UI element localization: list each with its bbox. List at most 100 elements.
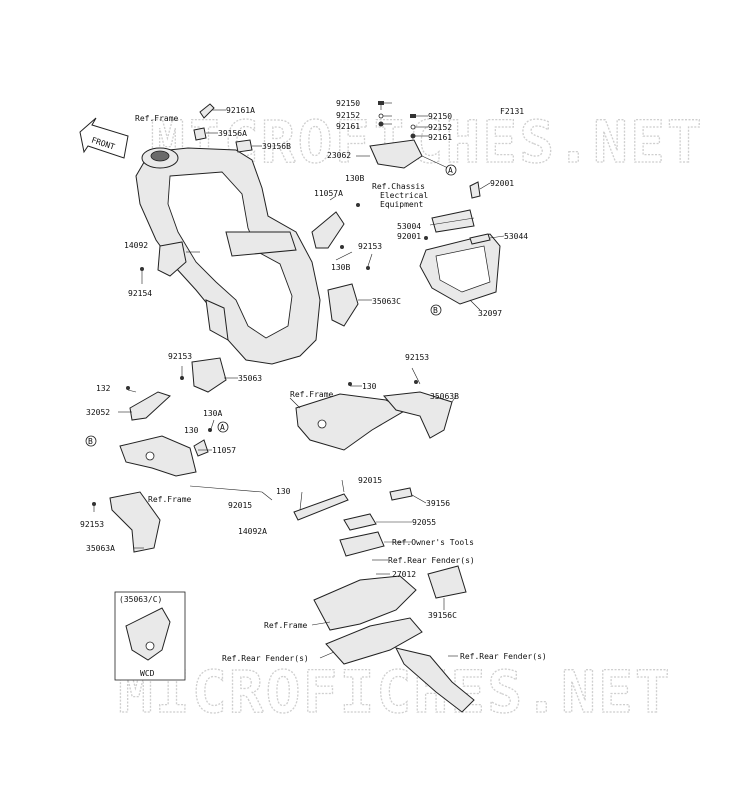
- svg-text:B: B: [433, 306, 438, 315]
- label-53004: 53004: [397, 222, 421, 231]
- label-92161-left: 92161: [336, 122, 360, 131]
- label-92153-upper: 92153: [358, 242, 382, 251]
- part-53004: [431, 209, 475, 233]
- label-92161-right: 92161: [428, 133, 452, 142]
- part-11057: [193, 439, 209, 457]
- bolt-92001-lower: [424, 236, 428, 240]
- label-92150-left: 92150: [336, 99, 360, 108]
- label-ref-frame-bottom: Ref.Frame: [264, 621, 308, 630]
- label-35063C: 35063C: [372, 297, 401, 306]
- label-92015-left: 92015: [228, 501, 252, 510]
- callout-B-upper: B: [430, 304, 442, 316]
- label-92161A: 92161A: [226, 106, 255, 115]
- part-14092A: [293, 493, 349, 521]
- part-92161A: [199, 103, 215, 119]
- part-39156C: [427, 565, 467, 599]
- label-32052: 32052: [86, 408, 110, 417]
- label-39156B: 39156B: [262, 142, 291, 151]
- label-130-center: 130: [276, 487, 291, 496]
- label-92152-left: 92152: [336, 111, 360, 120]
- label-35063B: 35063B: [430, 392, 459, 401]
- label-32097: 32097: [478, 309, 502, 318]
- label-92153-right: 92153: [405, 353, 429, 362]
- label-92154: 92154: [128, 289, 152, 298]
- bolt-132: [126, 386, 130, 390]
- bolt-130B-upper: [356, 203, 360, 207]
- label-130A: 130A: [203, 409, 222, 418]
- label-ref-frame-right: Ref.Frame: [290, 390, 334, 399]
- label-92015-right: 92015: [358, 476, 382, 485]
- inset-header: (35063/C): [119, 595, 162, 604]
- label-11057: 11057: [212, 446, 236, 455]
- part-35063: [191, 357, 227, 393]
- inset-caption: WCD: [140, 669, 155, 678]
- label-ref-chassis-3: Equipment: [380, 200, 424, 209]
- label-35063A: 35063A: [86, 544, 115, 553]
- bolt-92153-left: [92, 502, 96, 506]
- label-92001-lower: 92001: [397, 232, 421, 241]
- leader-lines: [93, 102, 505, 659]
- bolt-130B-lower: [340, 245, 344, 249]
- callout-A-lower: A: [217, 421, 229, 433]
- diagram-code: F2131: [500, 107, 524, 116]
- bolt-92153-right: [414, 380, 418, 384]
- inset-box-35063C: (35063/C) WCD: [114, 591, 186, 681]
- part-14092: [157, 241, 187, 277]
- label-130-left: 130: [184, 426, 199, 435]
- label-39156A: 39156A: [218, 129, 247, 138]
- label-92055: 92055: [412, 518, 436, 527]
- label-27012: 27012: [392, 570, 416, 579]
- svg-text:B: B: [88, 437, 93, 446]
- part-92055: [343, 513, 377, 531]
- label-14092A: 14092A: [238, 527, 267, 536]
- part-32052: [129, 391, 171, 421]
- owners-tools-part: [339, 531, 385, 557]
- front-arrow-icon: FRONT: [79, 117, 129, 159]
- label-39156C: 39156C: [428, 611, 457, 620]
- watermark-bottom: MICROFICHES.NET: [118, 658, 672, 726]
- part-11057A: [311, 211, 345, 249]
- main-frame-part: [135, 147, 321, 365]
- label-130-right: 130: [362, 382, 377, 391]
- part-53044: [469, 233, 491, 245]
- part-labels: 92161A Ref.Frame 39156A 39156B 92150 921…: [80, 99, 547, 663]
- part-92001-upper: [469, 181, 481, 199]
- part-35063C: [327, 283, 359, 327]
- label-23062: 23062: [327, 151, 351, 160]
- label-ref-rear-fender-1: Ref.Rear Fender(s): [388, 556, 475, 565]
- bolt-130-right: [348, 382, 352, 386]
- label-11057A: 11057A: [314, 189, 343, 198]
- part-32097-box: [419, 233, 501, 305]
- part-23062: [369, 139, 423, 169]
- label-92153-mid: 92153: [168, 352, 192, 361]
- label-ref-chassis-1: Ref.Chassis: [372, 182, 425, 191]
- callout-B-lower: B: [85, 435, 97, 447]
- label-ref-owners-tools: Ref.Owner's Tools: [392, 538, 474, 547]
- part-39156B: [235, 139, 253, 153]
- label-14092: 14092: [124, 241, 148, 250]
- label-92150-right: 92150: [428, 112, 452, 121]
- callout-A-upper: A: [445, 164, 457, 176]
- label-ref-rear-fender-2: Ref.Rear Fender(s): [222, 654, 309, 663]
- label-132: 132: [96, 384, 111, 393]
- svg-text:A: A: [220, 423, 225, 432]
- part-39156: [389, 487, 413, 501]
- label-ref-frame-top: Ref.Frame: [135, 114, 179, 123]
- label-53044: 53044: [504, 232, 528, 241]
- rear-subframe-part: [313, 575, 475, 713]
- label-39156: 39156: [426, 499, 450, 508]
- bolt-92153-upper: [366, 266, 370, 270]
- part-39156A: [193, 127, 207, 141]
- bolt-stack-right: [410, 114, 416, 139]
- label-ref-frame-left: Ref.Frame: [148, 495, 192, 504]
- bolt-92154: [140, 267, 144, 271]
- svg-text:A: A: [448, 166, 453, 175]
- label-35063: 35063: [238, 374, 262, 383]
- label-92152-right: 92152: [428, 123, 452, 132]
- part-35063B-bracket: [295, 391, 453, 451]
- label-ref-rear-fender-3: Ref.Rear Fender(s): [460, 652, 547, 661]
- label-130B-upper: 130B: [345, 174, 364, 183]
- label-130B-lower: 130B: [331, 263, 350, 272]
